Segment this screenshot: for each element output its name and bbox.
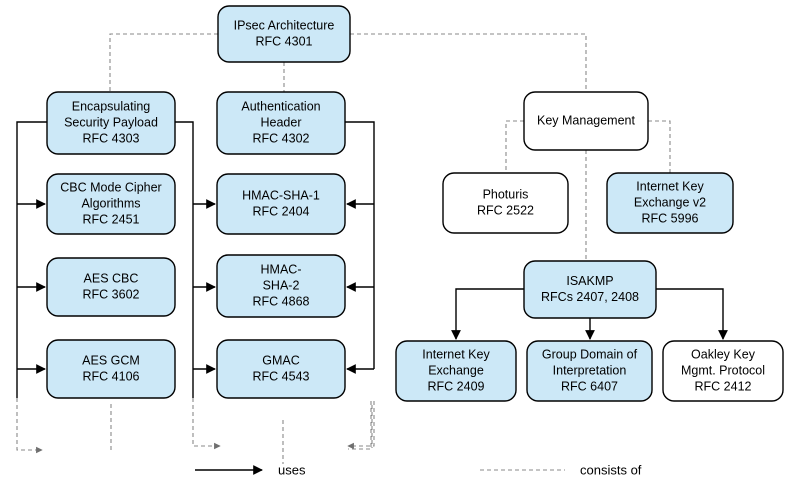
node-label-line: RFC 6407 — [561, 379, 618, 393]
node-box[interactable] — [46, 173, 176, 235]
node-box[interactable] — [216, 173, 346, 235]
node-label-line: CBC Mode Cipher — [60, 180, 161, 194]
node-box[interactable] — [526, 340, 653, 402]
node-label-line: RFC 4543 — [253, 369, 310, 383]
edge-esp-bus-right — [175, 121, 194, 398]
node-label-line: Photuris — [483, 187, 529, 201]
node-label-line: Group Domain of — [542, 347, 638, 361]
node-label-line: RFC 2404 — [253, 204, 310, 218]
edge-ah-bus-right — [345, 121, 375, 369]
node-label-line: RFC 4301 — [256, 34, 313, 48]
node-box[interactable] — [606, 172, 734, 234]
node-label-line: Encapsulating — [72, 99, 151, 113]
node-aes-cbc[interactable]: AES CBC RFC 3602 — [46, 257, 176, 317]
node-label-line: RFC 4303 — [83, 131, 140, 145]
edge-architecture-to-esp — [109, 33, 218, 92]
node-label-line: Header — [261, 115, 302, 129]
node-box[interactable] — [216, 254, 346, 318]
node-label-line: ISAKMP — [566, 274, 613, 288]
node-label-line: RFC 5996 — [642, 211, 699, 225]
edge-esp-bus-left — [16, 121, 47, 398]
node-box[interactable] — [395, 340, 517, 402]
node-label-line: Security Payload — [64, 115, 158, 129]
edge-architecture-to-key-management — [350, 33, 587, 92]
node-label-line: Algorithms — [81, 196, 140, 210]
edge-key-management-to-photuris — [505, 120, 524, 173]
node-label-line: AES GCM — [82, 353, 140, 367]
node-box[interactable] — [216, 339, 346, 399]
node-label-line: IPsec Architecture — [234, 18, 335, 32]
node-label-line: Authentication — [241, 99, 320, 113]
node-label-line: HMAC- — [261, 262, 302, 276]
node-box[interactable] — [46, 339, 176, 399]
node-label-line: RFC 2451 — [83, 212, 140, 226]
edge-isakmp-column-continues — [348, 401, 372, 450]
node-label-line: RFC 4868 — [253, 294, 310, 308]
node-box[interactable] — [216, 91, 346, 155]
node-label-line: RFC 3602 — [83, 287, 140, 301]
node-label-line: Key Management — [537, 113, 636, 127]
node-aes-gcm[interactable]: AES GCM RFC 4106 — [46, 339, 176, 399]
node-label-line: RFCs 2407, 2408 — [541, 290, 639, 304]
node-box[interactable] — [442, 172, 569, 234]
node-label-line: Exchange v2 — [634, 195, 706, 209]
node-label-line: RFC 2412 — [695, 379, 752, 393]
consists-of-edges — [16, 33, 671, 464]
legend-uses-label: uses — [278, 462, 306, 477]
node-label-line: HMAC-SHA-1 — [242, 188, 320, 202]
node-box[interactable] — [523, 91, 649, 151]
node-box[interactable] — [46, 257, 176, 317]
node-label-line: GMAC — [262, 353, 300, 367]
node-box[interactable] — [217, 5, 351, 63]
node-label-line: Internet Key — [422, 347, 490, 361]
edge-esp-column-continues — [16, 398, 43, 454]
node-label-line: SHA-2 — [263, 278, 300, 292]
legend-consists-of-label: consists of — [580, 462, 642, 477]
legend: uses consists of — [195, 462, 642, 477]
node-label-line: Oakley Key — [691, 347, 756, 361]
node-box[interactable] — [662, 340, 784, 402]
edge-isakmp-to-oakley-key-mgmt-protocol — [656, 288, 728, 340]
node-box[interactable] — [46, 91, 176, 155]
edge-ah-column-continues — [192, 398, 221, 450]
node-label-line: RFC 4106 — [83, 369, 140, 383]
node-label-line: RFC 4302 — [253, 131, 310, 145]
node-isakmp[interactable]: ISAKMP RFCs 2407, 2408 — [523, 260, 657, 319]
node-label-line: AES CBC — [84, 271, 139, 285]
edge-key-management-to-ikev2 — [648, 120, 671, 173]
node-label-line: Exchange — [428, 363, 484, 377]
node-label-line: Interpretation — [553, 363, 627, 377]
edge-isakmp-to-internet-key-exchange — [451, 288, 524, 340]
node-box[interactable] — [523, 260, 657, 319]
edge-right-column-continues — [347, 401, 375, 450]
uses-edges — [16, 121, 728, 398]
node-gmac[interactable]: GMAC RFC 4543 — [216, 339, 346, 399]
node-label-line: RFC 2522 — [477, 203, 534, 217]
node-label-line: Internet Key — [636, 179, 704, 193]
node-key-management[interactable]: Key Management — [523, 91, 649, 151]
node-label-line: Mgmt. Protocol — [681, 363, 765, 377]
node-label-line: RFC 2409 — [428, 379, 485, 393]
